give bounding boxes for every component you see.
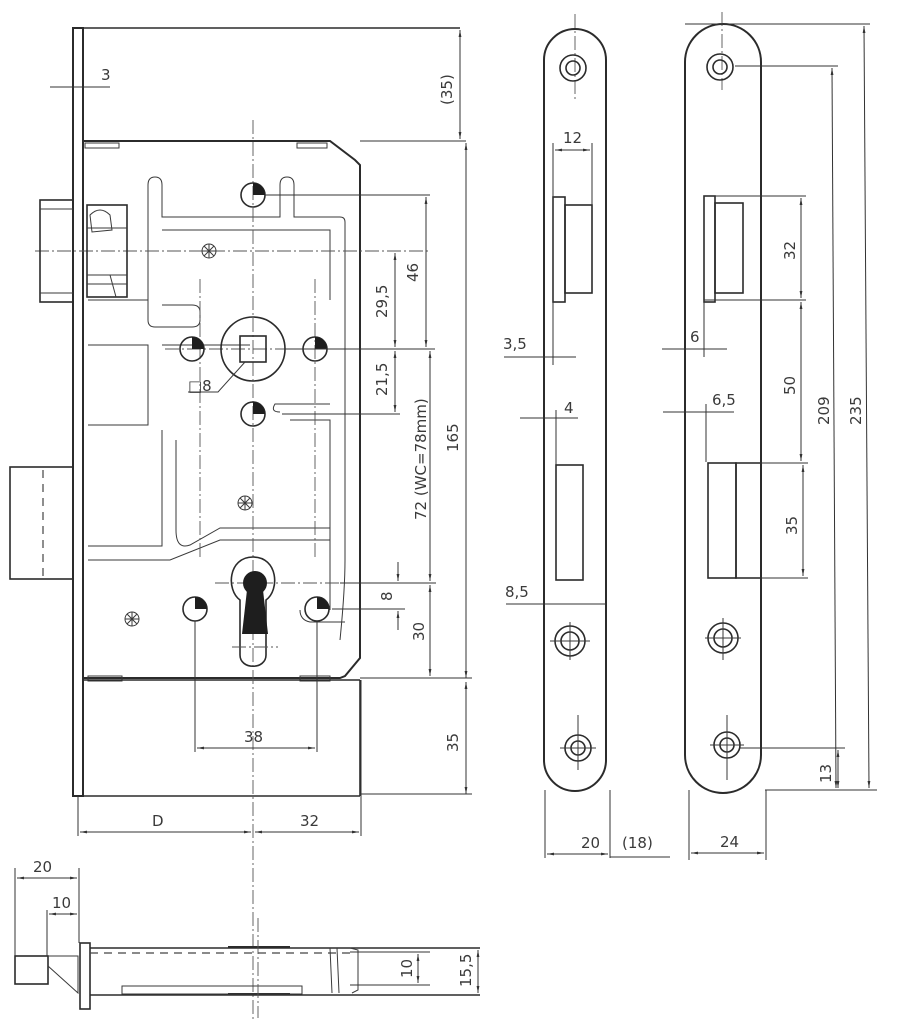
dim-fixing-hole-spacing: 38 (244, 728, 263, 746)
screw-hole-icon (705, 618, 741, 660)
dim-bottom-offset: 35 (444, 733, 462, 752)
dim-strike-latch-offset: 6 (690, 328, 700, 346)
screw-hole-icon (560, 715, 596, 770)
dim-follower-to-top-hole: 29,5 (373, 285, 391, 318)
screw-hole-icon (710, 715, 744, 780)
fixing-hole-icon (304, 596, 330, 622)
dim-bottom-edge-offset: 8,5 (505, 583, 529, 601)
dim-latch-opening-height: 32 (781, 241, 799, 260)
faceplate (72, 27, 84, 797)
fixing-hole-icon (182, 596, 208, 622)
dim-strike-bolt-offset: 6,5 (712, 391, 736, 409)
latch-bolt (39, 199, 128, 303)
dim-hole-spacing: 209 (815, 396, 833, 425)
dim-follower-square: □8 (188, 377, 212, 395)
dim-center-distance: 72 (WC=78mm) (412, 398, 430, 520)
dim-strike-plate-width: 24 (720, 833, 739, 851)
dead-bolt (9, 466, 74, 580)
dim-total-projection: 20 (33, 858, 52, 876)
dim-case-thickness: 15,5 (457, 954, 475, 987)
dim-plate-width-alt: (18) (622, 834, 653, 852)
screw-icon (201, 243, 217, 259)
faceplate-view: 12 3,5 4 8,5 20 (18) (503, 14, 670, 858)
fixing-hole-icon (179, 336, 205, 362)
dim-follower-to-latch: 46 (404, 263, 422, 282)
dim-case-height: 165 (444, 423, 462, 452)
dim-case-depth-right: 32 (300, 812, 319, 830)
dim-plate-width: 20 (581, 834, 600, 852)
dim-bolt-opening-height: 35 (783, 516, 801, 535)
screw-hole-icon (559, 54, 587, 82)
dim-top-offset: (35) (438, 74, 456, 105)
screw-icon (237, 495, 253, 511)
dim-latch-width: 12 (563, 129, 582, 147)
front-view-dimensions: 3 (35) 165 46 29,5 21,5 □8 72 (WC=78mm) … (50, 30, 472, 836)
dim-follower-to-lower-hole: 21,5 (373, 363, 391, 396)
side-view: 20 10 10 15,5 (14, 858, 480, 1018)
strike-plate-outline (684, 23, 762, 794)
fixing-hole-icon (240, 401, 266, 427)
dim-latch-offset: 3,5 (503, 335, 527, 353)
screw-icon (124, 611, 140, 627)
dim-bottom-hole-offset: 13 (817, 764, 835, 783)
front-view (9, 27, 460, 1020)
faceplate-outline (543, 28, 607, 792)
screw-hole-icon (550, 622, 590, 660)
dim-cylinder-pin-offset: 8 (378, 591, 396, 601)
dim-latch-to-bolt: 50 (781, 376, 799, 395)
dim-bolt-offset: 4 (564, 399, 574, 417)
dim-inner-height: 10 (398, 959, 416, 978)
keyhole-icon (230, 556, 278, 668)
lock-case (83, 140, 361, 679)
dim-total-length: 235 (847, 396, 865, 425)
strike-plate-view: 32 6 6,5 50 35 209 235 13 24 (662, 12, 877, 860)
dim-latch-projection: 10 (52, 894, 71, 912)
screw-hole-icon (706, 53, 734, 81)
dim-faceplate-thickness: 3 (101, 66, 111, 84)
dim-backset: D (152, 812, 164, 830)
dim-cylinder-to-bottom: 30 (410, 622, 428, 641)
